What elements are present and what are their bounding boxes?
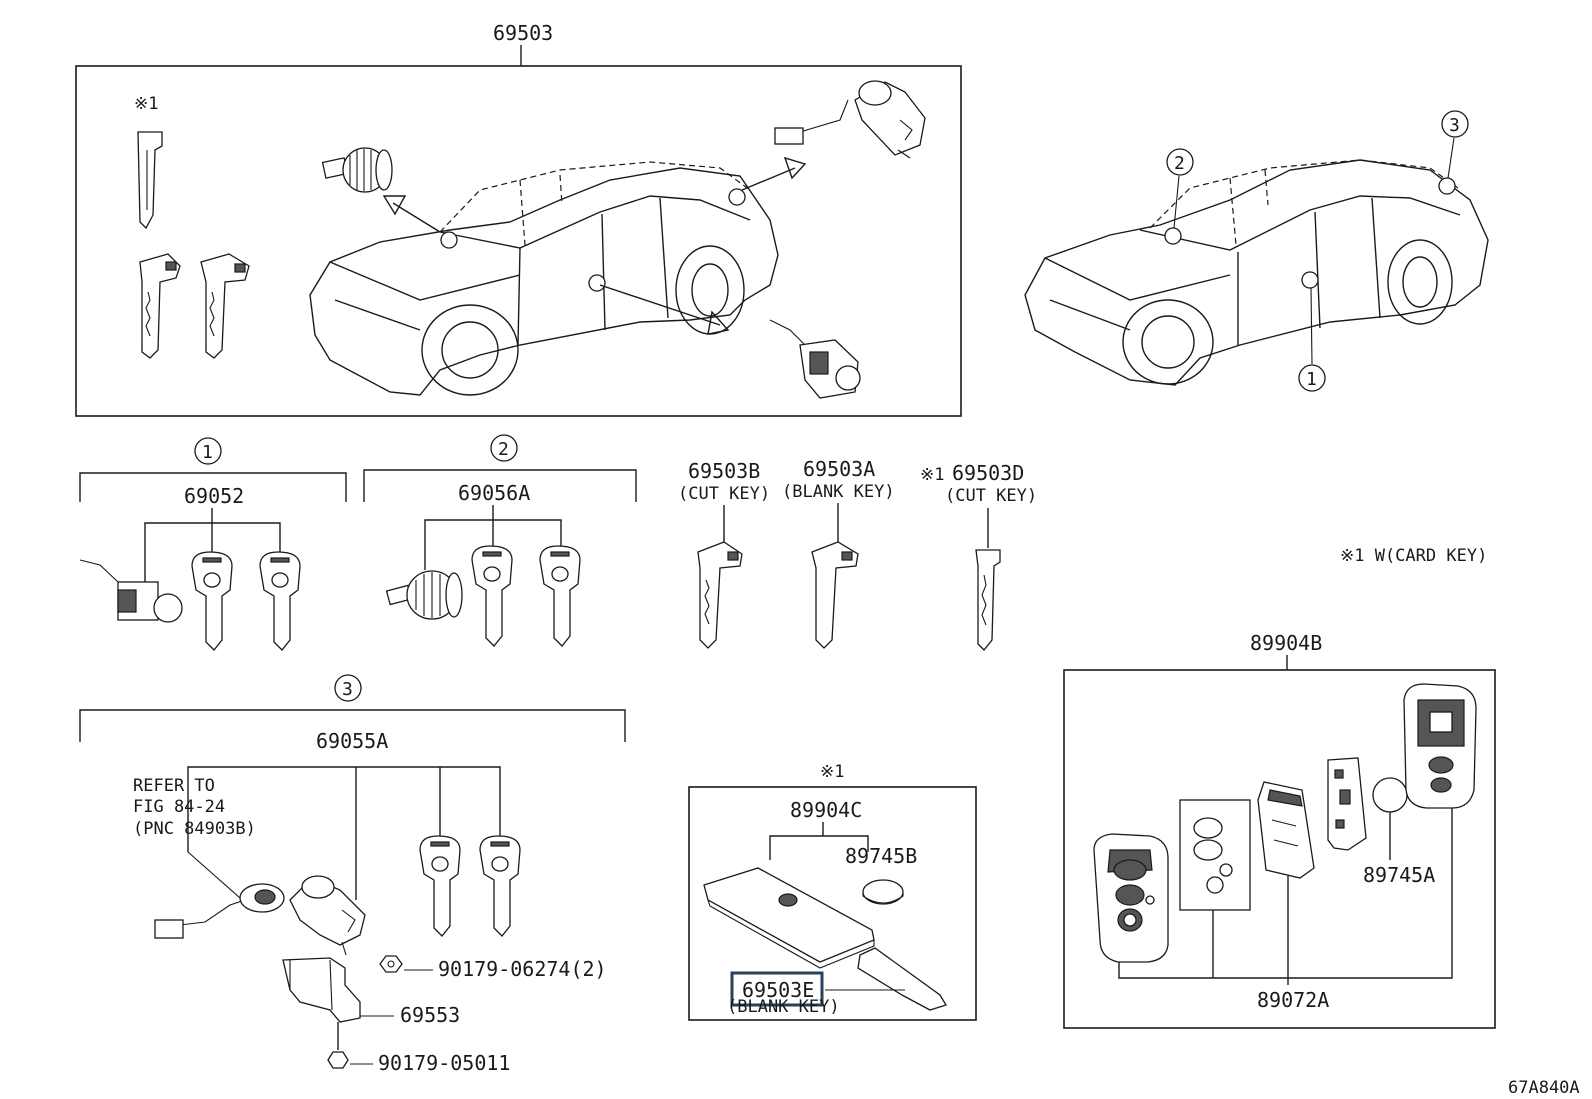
arrow-icon [382,195,441,233]
smart-key-case-icon [1327,757,1367,851]
mark-star1-top: ※1 [134,94,158,114]
car-sedan-illustration [309,161,779,396]
label-69056A[interactable]: 69056A [458,481,530,505]
master-key-icon [539,545,581,647]
door-lock-cylinder-icon [79,559,183,623]
card-key-blade-icon [137,131,163,230]
label-89904C[interactable]: 89904C [790,798,862,822]
frame-69503 [75,65,962,417]
note-69503B: (CUT KEY) [678,484,770,504]
smart-key-buttons-icon [1179,799,1251,911]
callout-1-right[interactable]: 1 [1306,369,1317,390]
lock-cylinder-icon [321,147,393,193]
lock-cylinder-icon [385,570,463,620]
trunk-lock-switch-icon [289,875,366,956]
label-69503D[interactable]: 69503D [952,461,1024,485]
label-90179-05011[interactable]: 90179-05011 [378,1051,510,1075]
callout-2-right[interactable]: 2 [1174,153,1185,174]
note-69503A: (BLANK KEY) [782,482,895,502]
master-key-icon [419,835,461,937]
label-69055A[interactable]: 69055A [316,729,388,753]
label-89745B[interactable]: 89745B [845,844,917,868]
trunk-lock-icon [774,80,926,159]
cut-key-blade-icon [697,541,743,649]
label-89904B[interactable]: 89904B [1250,631,1322,655]
door-lock-cylinder-icon [769,319,861,399]
callout-3[interactable]: 3 [342,679,353,700]
note-69503E: (BLANK KEY) [727,997,840,1017]
circuit-board-icon [1257,781,1315,879]
arrow-icon [741,156,807,191]
callout-1[interactable]: 1 [202,442,213,463]
bolt-icon [327,1051,349,1069]
master-key-icon [479,835,521,937]
card-key-blade-icon [857,947,947,1011]
callout-3-right[interactable]: 3 [1449,115,1460,136]
master-key-icon [471,545,513,647]
label-89745A[interactable]: 89745A [1363,863,1435,887]
mark-star1-keys: ※1 [920,465,944,485]
label-89072A[interactable]: 89072A [1257,988,1329,1012]
label-69553[interactable]: 69553 [400,1003,460,1027]
label-69052[interactable]: 69052 [184,484,244,508]
blade-key-icon [200,253,250,359]
smart-key-cover-icon [1403,683,1477,809]
nut-icon [379,955,403,973]
highlight-box-69503E [730,971,824,1007]
card-key-blade-icon [975,549,1001,651]
master-key-icon [259,551,301,651]
smart-key-fob-icon [1093,833,1169,963]
car-sedan-callout-illustration [1024,159,1489,386]
refer-line3: (PNC 84903B) [133,819,256,839]
refer-line2: FIG 84-24 [133,797,225,817]
card-key-icon [703,867,875,969]
label-69503E[interactable]: 69503E [742,978,814,1002]
master-key-icon [191,551,233,651]
callout-2[interactable]: 2 [498,439,509,460]
bracket-icon [282,957,361,1023]
harness-connector-icon [154,883,285,939]
arrow-icon [599,284,730,335]
diagram-code: 67A840A [1508,1078,1580,1098]
note-69503D: (CUT KEY) [945,486,1037,506]
coin-battery-icon [1372,777,1408,813]
label-69503A[interactable]: 69503A [803,457,875,481]
frame-89904B [1063,669,1496,1029]
blade-key-icon [139,253,181,359]
mark-star1-card: ※1 [820,762,844,782]
frame-89904C [688,786,977,1021]
legend-card-key: ※1 W(CARD KEY) [1340,546,1487,566]
label-69503B[interactable]: 69503B [688,459,760,483]
label-69503[interactable]: 69503 [493,21,553,45]
blank-key-blade-icon [811,541,859,649]
coin-battery-icon [862,879,904,905]
label-90179-06274[interactable]: 90179-06274(2) [438,957,607,981]
refer-line1: REFER TO [133,776,215,796]
